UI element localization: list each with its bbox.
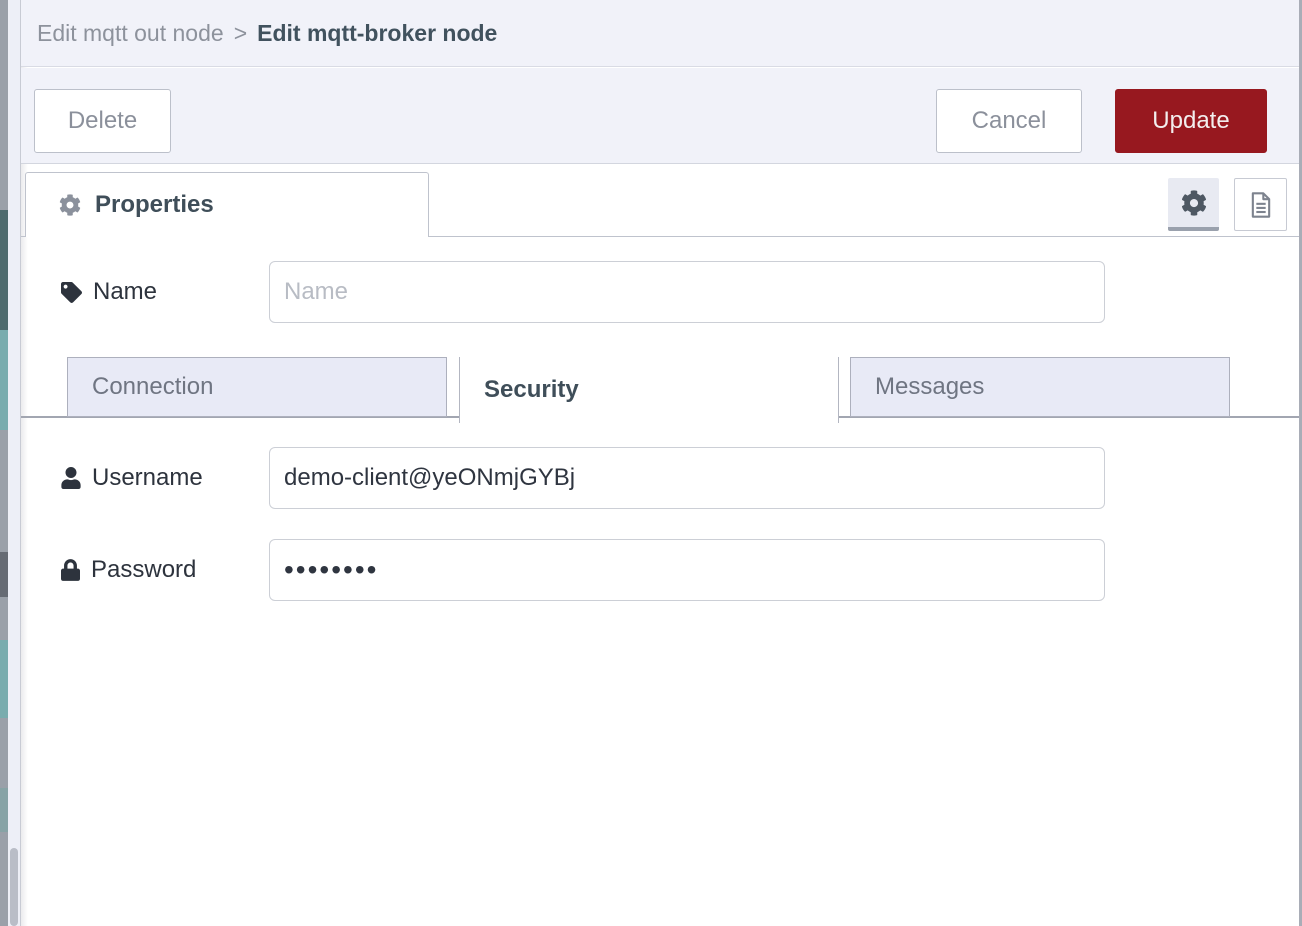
password-label: Password <box>91 556 197 583</box>
vertical-scrollbar[interactable] <box>10 848 18 926</box>
user-icon <box>61 467 81 489</box>
workspace-edge <box>0 0 8 926</box>
broker-config-tabs: Connection Security Messages <box>21 357 1299 423</box>
username-input[interactable] <box>269 447 1105 509</box>
tab-connection[interactable]: Connection <box>67 357 447 417</box>
document-icon <box>1247 191 1275 219</box>
cancel-button[interactable]: Cancel <box>936 89 1082 153</box>
gear-icon <box>1181 189 1207 216</box>
breadcrumb-current: Edit mqtt-broker node <box>257 19 498 46</box>
password-input[interactable] <box>269 539 1105 601</box>
username-field-row: Username <box>61 447 203 509</box>
breadcrumb-separator: > <box>233 19 248 46</box>
node-description-button[interactable] <box>1234 178 1287 231</box>
tag-icon <box>61 281 82 303</box>
name-field-row: Name <box>61 261 157 323</box>
breadcrumb: Edit mqtt out node > Edit mqtt-broker no… <box>21 0 1299 67</box>
tab-properties[interactable]: Properties <box>25 172 429 237</box>
edit-dialog-tray: Edit mqtt out node > Edit mqtt-broker no… <box>20 0 1302 926</box>
lock-icon <box>61 559 80 581</box>
name-label: Name <box>93 278 158 305</box>
username-label: Username <box>92 464 203 491</box>
workspace-gutter <box>8 0 20 926</box>
update-button[interactable]: Update <box>1115 89 1267 153</box>
tab-security[interactable]: Security <box>459 357 839 423</box>
password-field-row: Password <box>61 539 196 601</box>
panel-tab-bar: Properties <box>21 172 1299 237</box>
node-settings-button[interactable] <box>1168 178 1219 231</box>
dialog-button-bar: Delete Cancel Update <box>21 68 1299 164</box>
name-input[interactable] <box>269 261 1105 323</box>
tab-messages[interactable]: Messages <box>850 357 1230 417</box>
gear-icon <box>59 194 81 216</box>
delete-button[interactable]: Delete <box>34 89 171 153</box>
tab-properties-label: Properties <box>95 191 214 218</box>
breadcrumb-parent[interactable]: Edit mqtt out node <box>37 19 224 46</box>
